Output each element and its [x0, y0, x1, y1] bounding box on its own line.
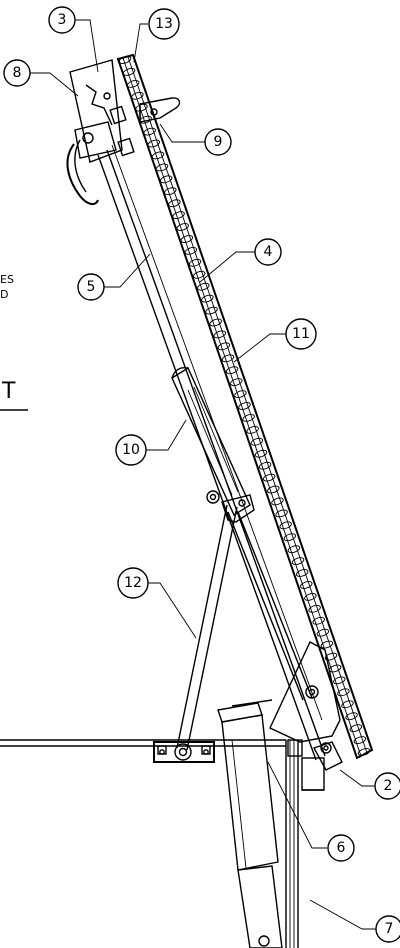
coil-loop: [287, 545, 301, 554]
coil-loop: [230, 378, 243, 386]
svg-text:11: 11: [292, 326, 310, 342]
coil-loop: [271, 497, 284, 506]
coil-loop: [242, 414, 255, 422]
gas-strut-upper: [171, 366, 255, 523]
coil-loop: [238, 402, 251, 410]
coil-loop: [188, 258, 202, 267]
coil-loop: [246, 426, 259, 434]
callout-10: 10: [115, 434, 147, 466]
coil-loop: [357, 748, 371, 756]
svg-text:9: 9: [214, 134, 223, 150]
coil-loop: [234, 390, 247, 398]
main-inclined-panel: [116, 53, 374, 760]
edge-text-big: T: [1, 379, 16, 404]
vertical-support-rail: [285, 739, 325, 948]
svg-text:5: 5: [87, 279, 96, 295]
coil-loop: [308, 604, 321, 613]
coil-loop: [254, 449, 268, 458]
coil-loop: [164, 187, 177, 196]
coil-pattern: [118, 56, 371, 756]
coil-loop: [176, 223, 189, 231]
coil-loop: [122, 68, 136, 76]
coil-loop: [250, 437, 264, 446]
callout-11: 11: [285, 318, 317, 350]
coil-loop: [184, 247, 198, 255]
coil-loop: [353, 736, 367, 744]
coil-loop: [316, 628, 330, 637]
svg-text:7: 7: [385, 921, 394, 937]
coil-loop: [267, 485, 280, 494]
coil-loop: [349, 724, 363, 732]
coil-loop: [197, 282, 210, 291]
handle: [139, 97, 181, 124]
coil-loop: [262, 473, 276, 482]
svg-text:13: 13: [155, 16, 173, 32]
coil-loop: [345, 712, 358, 721]
svg-text:12: 12: [124, 575, 142, 591]
callout-7: 7: [375, 915, 400, 943]
svg-text:4: 4: [264, 244, 273, 260]
callout-13: 13: [148, 8, 180, 40]
coil-loop: [341, 700, 354, 709]
coil-loop: [201, 294, 214, 303]
coil-loop: [118, 56, 132, 64]
coil-loop: [143, 127, 156, 136]
coil-loop: [279, 521, 292, 530]
callout-4: 4: [254, 238, 282, 266]
coil-loop: [283, 533, 297, 542]
callout-3: 3: [48, 6, 76, 34]
coil-loop: [131, 91, 144, 100]
coil-loop: [213, 330, 227, 339]
coil-loop: [217, 342, 231, 351]
coil-loop: [337, 688, 350, 697]
svg-text:10: 10: [122, 442, 140, 458]
bottom-hinge-bracket: [231, 641, 343, 771]
support-strut: [176, 504, 313, 751]
coil-loop: [147, 139, 161, 148]
callout-2: 2: [374, 772, 400, 800]
coil-loop: [295, 569, 309, 577]
svg-text:6: 6: [337, 840, 346, 856]
coil-loop: [225, 366, 239, 375]
coil-loop: [192, 270, 206, 279]
edge-text-line2: D: [0, 288, 8, 301]
coil-loop: [159, 175, 173, 184]
coil-loop: [312, 616, 325, 625]
base-bracket: [153, 741, 215, 763]
coil-loop: [320, 640, 334, 649]
coil-loop: [180, 235, 194, 243]
coil-loop: [275, 509, 288, 518]
svg-text:2: 2: [384, 778, 393, 794]
edge-text-line1: ES: [0, 273, 14, 286]
callout-9: 9: [204, 128, 232, 156]
ground-line: [0, 739, 286, 747]
top-latch-assembly: [66, 59, 135, 206]
callout-6: 6: [327, 834, 355, 862]
callout-12: 12: [117, 567, 149, 599]
svg-text:3: 3: [58, 12, 67, 28]
coil-loop: [328, 664, 342, 673]
callout-5: 5: [77, 273, 105, 301]
coil-loop: [258, 461, 272, 470]
coil-loop: [155, 163, 169, 172]
coil-loop: [172, 211, 185, 219]
svg-text:8: 8: [13, 65, 22, 81]
callout-leaders: [30, 19, 376, 930]
gas-cylinder-lower: [217, 702, 283, 948]
coil-loop: [168, 199, 181, 208]
coil-loop: [333, 676, 346, 685]
coil-loop: [324, 652, 338, 661]
coil-loop: [291, 557, 305, 565]
coil-loop: [205, 306, 218, 315]
coil-loop: [151, 151, 165, 160]
coil-loop: [300, 581, 313, 589]
coil-loop: [304, 593, 317, 601]
coil-loop: [126, 80, 140, 88]
callout-8: 8: [3, 59, 31, 87]
coil-loop: [221, 354, 235, 363]
coil-loop: [209, 318, 222, 327]
